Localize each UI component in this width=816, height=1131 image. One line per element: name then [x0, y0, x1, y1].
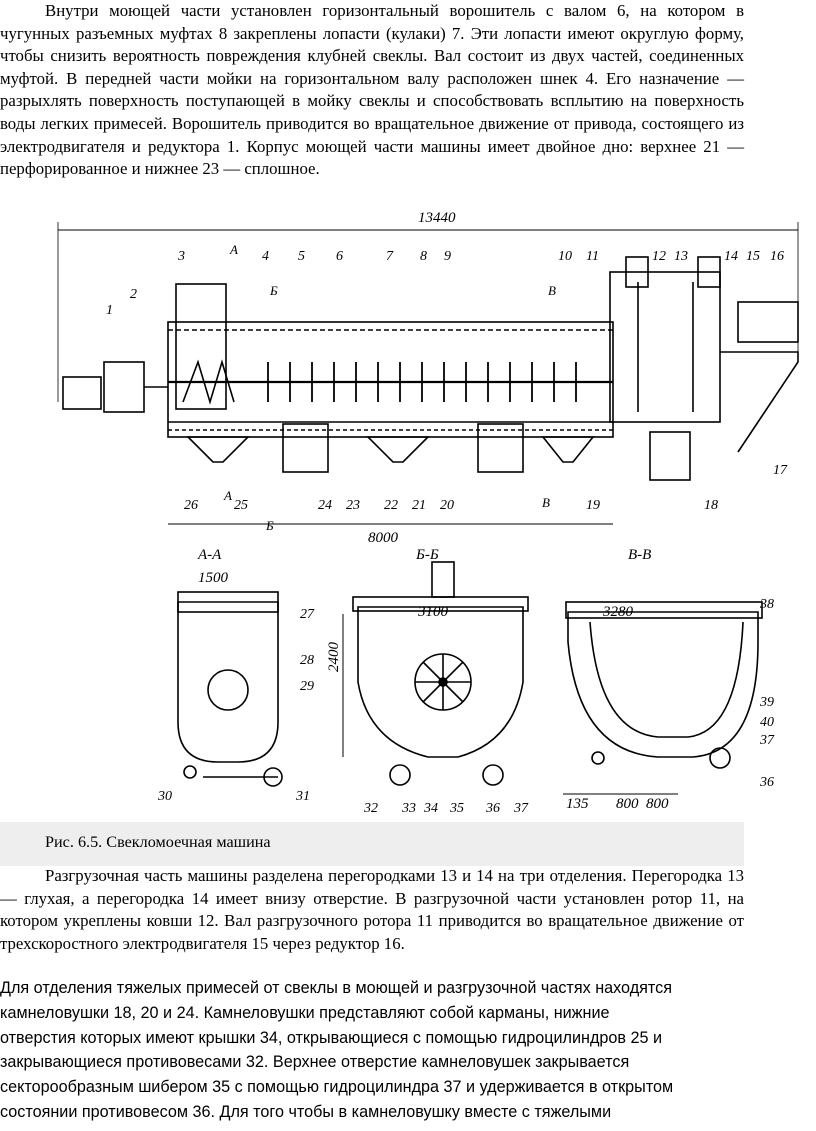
paragraph-line: отверстия которых имеют крышки 34, откры… [0, 1028, 663, 1047]
paragraph-wash-section: Внутри моющей части установлен горизонта… [0, 1, 744, 179]
callout-19: 19 [586, 498, 600, 513]
beet-washer-drawing: 13440 8000 1500 3100 3280 2400 135 800 8… [57, 210, 799, 816]
callout-40: 40 [760, 715, 774, 730]
callout-33: 33 [401, 801, 416, 816]
callout-29: 29 [300, 679, 314, 694]
callout-13: 13 [674, 249, 688, 264]
callout-37-vv: 37 [759, 733, 775, 748]
dim-800-a: 800 [616, 796, 639, 812]
callout-14: 14 [724, 249, 738, 264]
callout-9: 9 [444, 249, 451, 264]
cut-label-b-top: Б [269, 283, 278, 298]
dim-height: 2400 [326, 642, 342, 673]
callout-36-bb: 36 [485, 801, 500, 816]
paragraph-line: секторообразным шибером 35 с помощью гид… [0, 1078, 674, 1097]
paragraph-discharge-section: Разгрузочная часть машины разделена пере… [0, 866, 744, 953]
callout-2: 2 [130, 287, 137, 302]
paragraph-line: состоянии противовесом 36. Для того чтоб… [0, 1102, 612, 1121]
section-title-aa: А-А [197, 547, 222, 563]
dim-wash-length: 8000 [368, 530, 399, 546]
callout-38: 38 [759, 597, 774, 612]
callout-31: 31 [295, 789, 310, 804]
callout-30: 30 [157, 789, 172, 804]
callout-10: 10 [558, 249, 572, 264]
callout-12: 12 [652, 249, 666, 264]
callout-11: 11 [586, 249, 599, 264]
figure-caption-box: Рис. 6.5. Свекломоечная машина [0, 822, 744, 866]
dim-vv-width: 3280 [602, 604, 634, 620]
callout-23: 23 [346, 498, 360, 513]
callout-36-vv: 36 [759, 775, 774, 790]
callout-24: 24 [318, 498, 332, 513]
paragraph-line: закрывающиеся противовесами 32. Верхнее … [0, 1053, 630, 1072]
callout-25: 25 [234, 498, 248, 513]
dim-bb-width: 3100 [417, 604, 449, 620]
callout-27: 27 [300, 607, 315, 622]
callout-15: 15 [746, 249, 760, 264]
cut-label-v-bottom: В [542, 495, 550, 510]
callout-16: 16 [770, 249, 784, 264]
dim-135: 135 [566, 796, 589, 812]
cut-label-b-bottom: Б [265, 518, 274, 533]
callout-1: 1 [106, 303, 113, 318]
callout-8: 8 [420, 249, 427, 264]
callout-3: 3 [177, 249, 185, 264]
callout-32: 32 [363, 801, 378, 816]
cut-label-a-bottom: А [223, 488, 232, 503]
callout-4: 4 [262, 249, 269, 264]
paragraph-stone-traps: Для отделения тяжелых примесей от свеклы… [0, 976, 744, 1125]
dim-aa-width: 1500 [198, 570, 229, 586]
callout-20: 20 [440, 498, 454, 513]
dim-total-length: 13440 [418, 210, 456, 226]
paragraph-line: Для отделения тяжелых примесей от свеклы… [0, 979, 672, 997]
callout-17: 17 [773, 463, 788, 478]
callout-26: 26 [184, 498, 198, 513]
callout-21: 21 [412, 498, 426, 513]
dim-800-b: 800 [646, 796, 669, 812]
callout-37-bb: 37 [513, 801, 529, 816]
callout-35: 35 [449, 801, 464, 816]
figure-caption: Рис. 6.5. Свекломоечная машина [45, 833, 271, 851]
callout-39: 39 [759, 695, 774, 710]
callout-18: 18 [704, 498, 718, 513]
cut-label-v-top: В [548, 283, 556, 298]
paragraph-line: камнеловушки 18, 20 и 24. Камнеловушки п… [0, 1003, 610, 1022]
callout-34: 34 [423, 801, 438, 816]
cut-label-a-top: А [229, 242, 238, 257]
section-title-vv: В-В [628, 547, 651, 563]
section-title-bb: Б-Б [415, 547, 439, 563]
callout-22: 22 [384, 498, 398, 513]
callout-7: 7 [386, 249, 394, 264]
callout-6: 6 [336, 249, 343, 264]
callout-5: 5 [298, 249, 305, 264]
callout-28: 28 [300, 653, 314, 668]
